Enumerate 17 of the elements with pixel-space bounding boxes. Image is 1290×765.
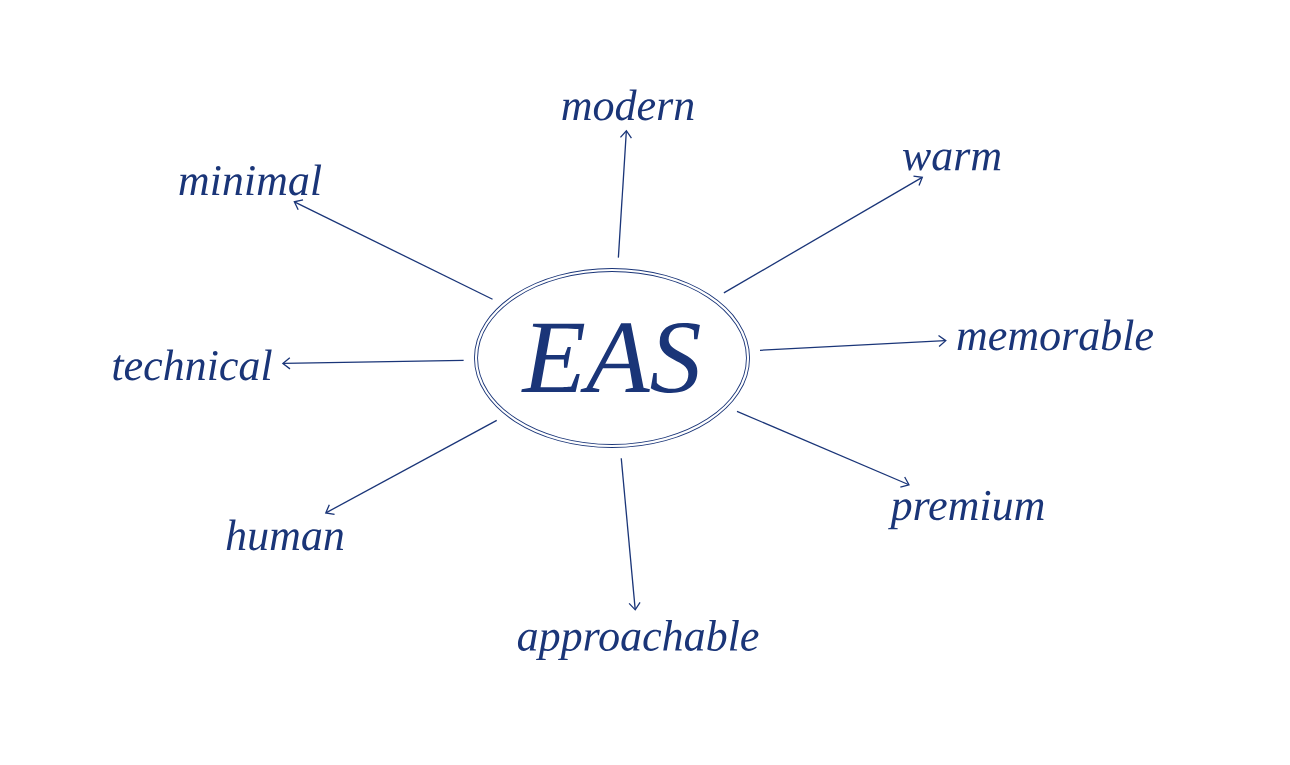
arrow (324, 419, 498, 516)
word-label: approachable (517, 620, 759, 660)
oval-node: EAS (474, 268, 750, 448)
word-label: human (226, 519, 344, 551)
arrow (736, 410, 910, 488)
arrow (293, 199, 494, 300)
word-label: premium (888, 490, 1044, 530)
arrow (281, 357, 465, 370)
arrow (723, 175, 924, 294)
word-label: technical (113, 349, 272, 381)
word-label: memorable (957, 319, 1153, 351)
word-label: modern (562, 89, 694, 121)
word-label: warm (902, 149, 1001, 171)
arrow (620, 457, 641, 611)
arrow (759, 334, 947, 351)
word-label: minimal (179, 164, 322, 196)
arrow (617, 129, 633, 259)
